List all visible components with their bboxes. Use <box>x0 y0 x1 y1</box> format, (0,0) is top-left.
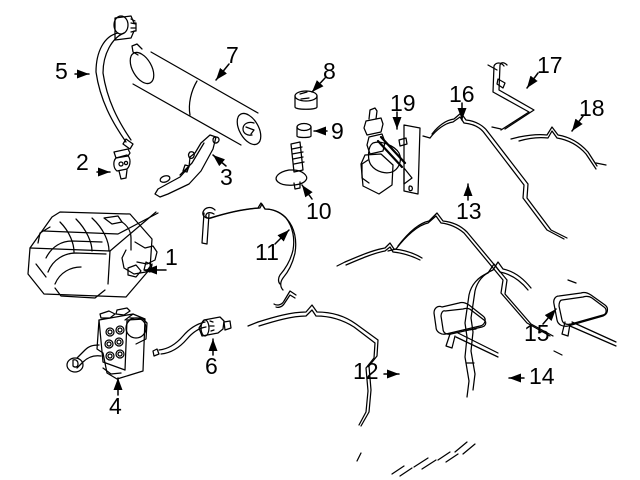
leader-11 <box>274 229 290 245</box>
callout-number-12: 12 <box>353 358 379 384</box>
part-14-fuel-return-line <box>391 261 532 477</box>
callout-number-14: 14 <box>529 363 555 389</box>
part-8-grommet-large <box>294 90 318 110</box>
part-2-purge-valve <box>113 148 131 180</box>
part-7-canister <box>129 43 262 146</box>
part-15-clip <box>553 291 617 347</box>
part-9-grommet-small <box>296 122 312 139</box>
callout-number-2: 2 <box>76 149 89 175</box>
part-1-canister-assembly <box>27 211 159 299</box>
part-6-connector-hose <box>152 316 232 357</box>
part-18-jumper-b <box>510 126 607 170</box>
part-4-valve-block <box>66 307 148 380</box>
callout-number-9: 9 <box>331 118 344 144</box>
leader-18 <box>571 115 584 132</box>
callout-number-11: 11 <box>255 239 279 265</box>
callout-number-18: 18 <box>579 95 605 121</box>
part-10-flange-bolt <box>275 141 308 190</box>
part-16-vapor-line-upper <box>422 112 577 284</box>
leader-8 <box>311 77 326 93</box>
tube-connector-upper-mid <box>336 242 423 267</box>
callout-number-19: 19 <box>390 90 416 116</box>
callout-number-4: 4 <box>109 393 122 419</box>
callout-number-15: 15 <box>524 320 550 346</box>
callout-number-6: 6 <box>205 353 218 379</box>
clip-mid-right <box>433 301 499 358</box>
part-12-fuel-line-lower <box>247 304 379 462</box>
callout-number-5: 5 <box>55 58 68 84</box>
callout-number-10: 10 <box>306 198 332 224</box>
callout-number-1: 1 <box>165 244 178 270</box>
part-19-pump <box>360 107 421 195</box>
leader-10 <box>301 184 313 200</box>
part-17-jumper-a <box>487 62 535 131</box>
callout-number-13: 13 <box>456 198 482 224</box>
callout-number-17: 17 <box>537 52 563 78</box>
part-11-vapor-line <box>201 202 297 308</box>
callout-number-7: 7 <box>226 42 239 68</box>
leader-7 <box>215 63 230 81</box>
leader-17 <box>526 72 539 89</box>
leader-15 <box>542 308 557 325</box>
leader-3 <box>212 154 227 167</box>
callout-number-3: 3 <box>220 164 233 190</box>
callout-number-8: 8 <box>323 58 336 84</box>
callout-number-16: 16 <box>449 81 475 107</box>
part-5-vapor-hose <box>95 15 137 150</box>
part-3-bracket <box>154 134 220 198</box>
